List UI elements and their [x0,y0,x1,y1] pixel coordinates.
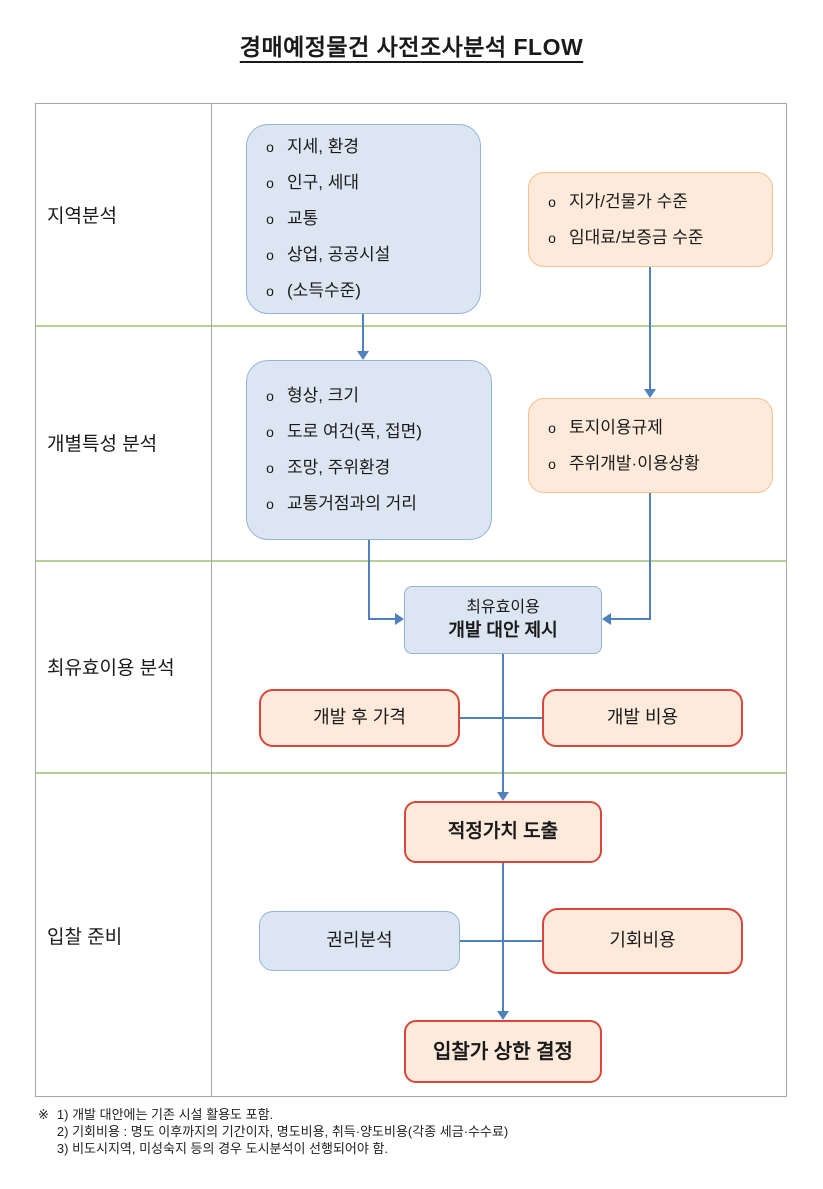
bullet-text: 도로 여건(폭, 접면) [287,422,422,441]
opportunity-label: 기회비용 [609,930,676,951]
bullet-marker: o [266,211,274,227]
bullet-text: 인구, 세대 [287,173,360,192]
page-title: 경매예정물건 사전조사분석 FLOW [0,28,823,62]
bid-cap-label: 입찰가 상한 결정 [433,1040,573,1063]
bullet-item: o 토지이용규제 [545,410,772,446]
bullet-marker: o [266,388,274,404]
stage-label-bid-prep: 입찰 준비 [36,772,211,1098]
bullet-text: 임대료/보증금 수준 [569,227,704,247]
stage-label-text: 입찰 준비 [47,926,123,948]
bullet-marker: o [266,139,274,155]
individual-factors-box: o 형상, 크기 o 도로 여건(폭, 접면) o 조망, 주위환경 o 교통거점과의 거리 [246,360,492,540]
footnote-line-3: 3) 비도시지역, 미성숙지 등의 경우 도시분석이 선행되어야 함. [56,1141,389,1156]
bullet-text: 지세, 환경 [287,137,360,156]
arrowhead-down-icon [497,792,509,801]
bullet-item: o 도로 여건(폭, 접면) [263,414,491,450]
bullet-item: o 상업, 공공시설 [263,237,480,273]
connector-individual-to-bestuse-v [368,540,370,620]
stage-label-text: 최유효이용 분석 [47,657,175,679]
bullet-text: 조망, 주위환경 [287,458,391,477]
connector-bestuse-to-fairvalue [502,654,504,792]
bullet-item: o 주위개발·이용상황 [545,446,772,482]
rights-box: 권리분석 [259,911,460,971]
bullet-marker: o [548,193,556,210]
stage-label-region: 지역분석 [36,104,211,325]
stage-label-best-use: 최유효이용 분석 [36,560,211,772]
bullet-text: 주위개발·이용상황 [569,453,700,473]
bullet-text: 상업, 공공시설 [287,245,391,264]
connector-individual-to-bestuse-h [368,618,395,620]
arrowhead-down-icon [644,389,656,398]
best-use-line1: 최유효이용 [466,599,540,617]
bid-cap-box: 입찰가 상한 결정 [404,1020,602,1083]
stage-label-text: 개별특성 분석 [47,434,158,455]
dev-price-label: 개발 후 가격 [313,707,406,728]
individual-regulation-box: o 토지이용규제 o 주위개발·이용상황 [528,398,773,493]
bullet-marker: o [266,496,274,512]
bullet-text: 교통거점과의 거리 [287,494,417,513]
bullet-text: (소득수준) [287,281,361,300]
bullet-item: o 지세, 환경 [263,129,480,165]
region-market-box: o 지가/건물가 수준 o 임대료/보증금 수준 [528,172,773,267]
bullet-marker: o [548,455,556,472]
connector-region-to-individual [362,314,364,351]
connector-regulation-to-bestuse-h [611,618,651,620]
dev-price-box: 개발 후 가격 [259,689,460,747]
row-divider-2 [36,560,786,562]
fair-value-box: 적정가치 도출 [404,801,602,863]
bullet-marker: o [548,229,556,246]
bullet-item: o 교통거점과의 거리 [263,486,491,522]
arrowhead-down-icon [497,1011,509,1020]
bullet-item: o 교통 [263,201,480,237]
bullet-item: o 조망, 주위환경 [263,450,491,486]
opportunity-box: 기회비용 [542,908,743,974]
region-factors-box: o 지세, 환경 o 인구, 세대 o 교통 o 상업, 공공시설 o (소득수준) [246,124,481,314]
connector-rights-opportunity [460,940,542,942]
stage-label-individual: 개별특성 분석 [36,325,211,560]
best-use-box: 최유효이용 개발 대안 제시 [404,586,602,654]
bullet-text: 토지이용규제 [569,417,663,437]
bullet-marker: o [548,419,556,436]
bullet-marker: o [266,247,274,263]
rights-label: 권리분석 [326,930,393,951]
arrowhead-left-icon [602,613,611,625]
bullet-marker: o [266,460,274,476]
bullet-item: o 임대료/보증금 수준 [545,220,772,256]
bullet-text: 교통 [287,209,319,228]
dev-cost-label: 개발 비용 [606,707,679,728]
connector-fairvalue-to-bidcap [502,863,504,1011]
bullet-marker: o [266,424,274,440]
row-divider-3 [36,772,786,774]
connector-regulation-to-bestuse-v [649,493,651,620]
flow-table: 지역분석 개별특성 분석 최유효이용 분석 입찰 준비 o 지세, 환경 o 인구, … [35,103,787,1097]
bullet-text: 지가/건물가 수준 [569,191,688,211]
bullet-item: o 지가/건물가 수준 [545,184,772,220]
bullet-item: o (소득수준) [263,273,480,309]
stage-column-divider [211,104,212,1096]
connector-devprice-devcost [460,717,542,719]
bullet-marker: o [266,283,274,299]
best-use-line2: 개발 대안 제시 [448,620,558,641]
footnote-line-1: 1) 개발 대안에는 기존 시설 활용도 포함. [56,1107,274,1122]
row-divider-1 [36,325,786,327]
footnote-lines: 1) 개발 대안에는 기존 시설 활용도 포함. 2) 기회비용 : 명도 이후… [57,1106,508,1157]
fair-value-label: 적정가치 도출 [447,820,559,842]
bullet-marker: o [266,175,274,191]
page-title-text: 경매예정물건 사전조사분석 FLOW [239,34,584,60]
bullet-item: o 인구, 세대 [263,165,480,201]
footnotes: ※ 1) 개발 대안에는 기존 시설 활용도 포함. 2) 기회비용 : 명도 … [38,1106,508,1157]
connector-market-to-regulation [649,267,651,389]
arrowhead-down-icon [357,351,369,360]
stage-label-text: 지역분석 [47,206,117,227]
footnote-marker: ※ [38,1107,49,1122]
arrowhead-right-icon [395,613,404,625]
bullet-text: 형상, 크기 [287,386,360,405]
footnote-line-2: 2) 기회비용 : 명도 이후까지의 기간이자, 명도비용, 취득·양도비용(각… [56,1124,509,1139]
dev-cost-box: 개발 비용 [542,689,743,747]
bullet-item: o 형상, 크기 [263,378,491,414]
